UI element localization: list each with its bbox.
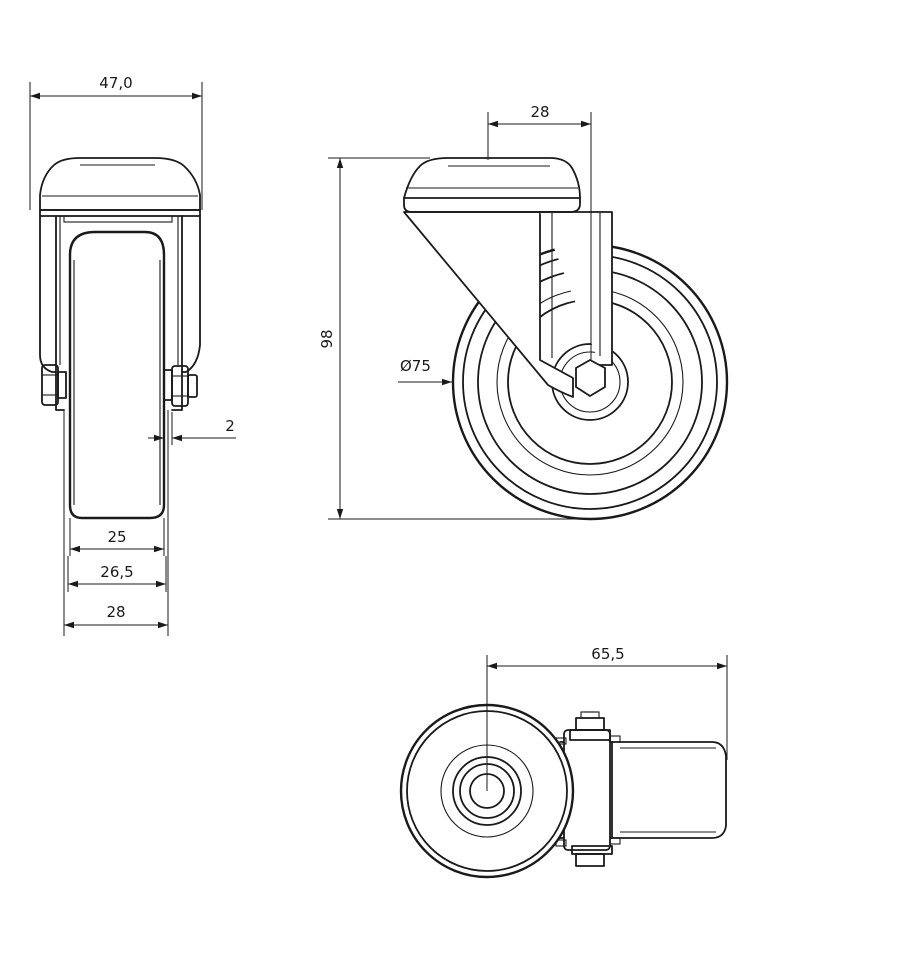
front-view: 47,0 2 25 26,5 28: [29, 74, 236, 636]
dim-swivel-radius: 65,5: [591, 645, 624, 663]
dim-front-width: 47,0: [99, 74, 132, 92]
dim-hub-width: 26,5: [100, 563, 133, 581]
side-view: 28 98 Ø75: [318, 103, 729, 521]
dim-overall-height: 98: [318, 329, 336, 348]
dim-wheel-diameter: Ø75: [400, 357, 431, 375]
dim-side-offset: 28: [530, 103, 549, 121]
dim-wheel-width: 25: [107, 528, 126, 546]
dim-plate-thickness: 2: [225, 417, 235, 435]
top-view: 65,5: [399, 645, 728, 879]
dim-fork-width: 28: [106, 603, 125, 621]
